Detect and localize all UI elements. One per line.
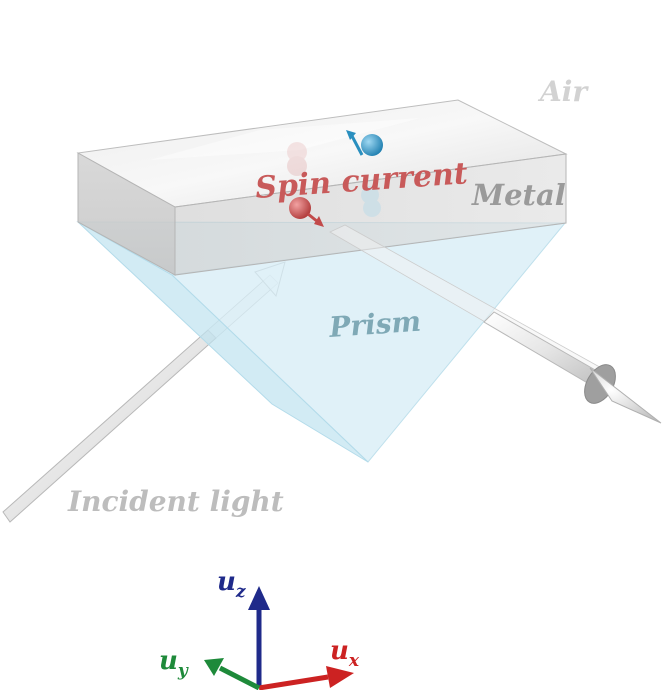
spin-up-ghosts <box>361 186 381 217</box>
uz-arrow-icon <box>248 586 270 610</box>
spin-down-ghosts <box>287 142 307 176</box>
reflected-arrow-head-icon <box>584 364 662 424</box>
coordinate-axes <box>204 586 354 690</box>
prism-label: Prism <box>327 305 422 344</box>
spin-down-electron-icon <box>289 197 324 227</box>
ux-arrow-icon <box>326 666 354 688</box>
air-label: Air <box>537 75 589 108</box>
ux-label: ux <box>330 636 360 671</box>
uy-label: uy <box>159 646 189 681</box>
uy-arrow-icon <box>204 658 224 676</box>
incident-light-label: Incident light <box>67 485 284 518</box>
uz-label: uz <box>217 567 246 602</box>
metal-slab <box>76 99 568 276</box>
metal-label: Metal <box>471 178 566 212</box>
reflected-light-beam <box>329 224 662 424</box>
spin-up-electron-icon <box>346 130 383 156</box>
